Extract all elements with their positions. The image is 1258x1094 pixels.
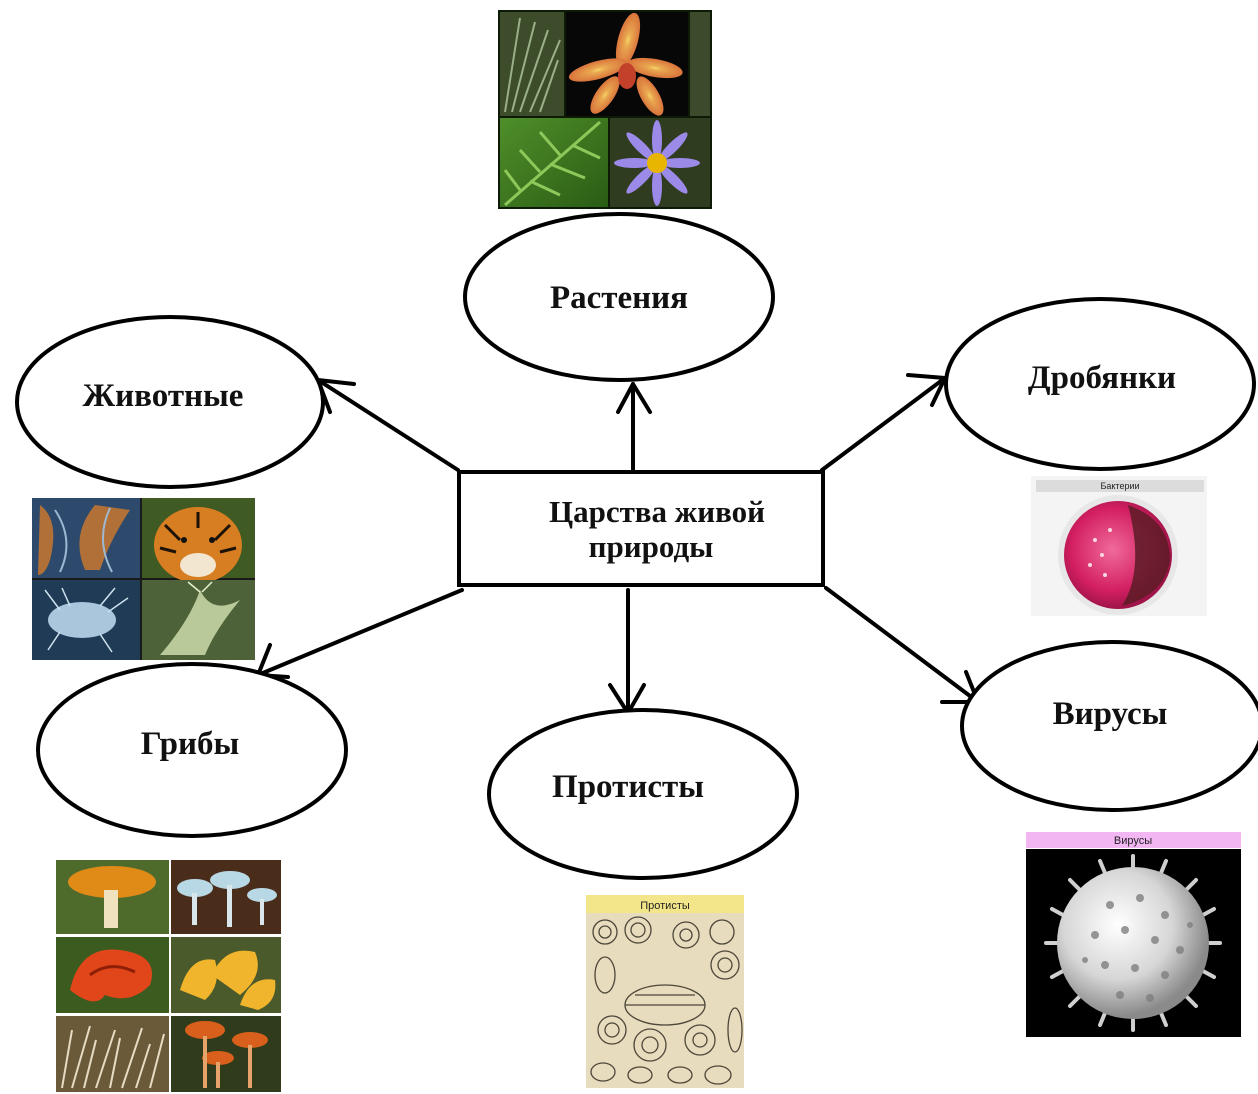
node-drobyanki-label: Дробянки [1028,360,1176,396]
node-viruses-label: Вирусы [1053,696,1168,732]
arrow-to-fungi [256,588,464,679]
node-plants-label: Растения [550,280,688,316]
arrow-to-animals [316,378,460,472]
viruses-picture: Вирусы [1020,826,1247,1039]
arrow-to-drobyanki [820,373,947,472]
viruses-picture-caption: Вирусы [1114,835,1152,847]
node-viruses-ellipse [960,640,1258,812]
node-drobyanki-ellipse [944,297,1256,471]
arrow-to-plants [616,382,652,472]
protists-picture-caption: Протисты [640,900,690,912]
arrow-to-viruses [824,586,980,704]
fungi-picture [54,858,283,1094]
node-protists-ellipse [487,708,799,880]
protists-picture: Протисты [586,895,744,1088]
center-title-line2: природы [589,529,714,564]
node-fungi-ellipse [36,662,348,838]
animals-picture [32,498,255,660]
node-plants-ellipse [463,212,775,382]
node-animals-ellipse [15,315,325,489]
plants-picture [498,10,712,209]
node-protists-label: Протисты [552,769,704,805]
center-box [457,470,825,587]
center-title-line1: Царства живой [549,494,765,529]
arrow-to-protists [608,588,646,715]
bacteria-picture-caption: Бактерии [1100,481,1139,491]
node-animals-label: Животные [83,378,244,414]
bacteria-picture: Бактерии [1031,476,1207,616]
node-fungi-label: Грибы [141,726,240,762]
